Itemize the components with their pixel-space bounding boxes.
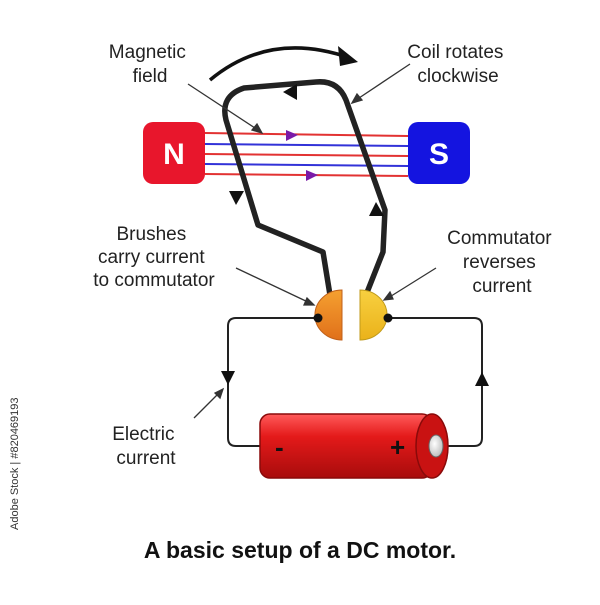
rotation-arrow — [208, 46, 351, 82]
circuit-wire — [221, 313, 489, 447]
north-pole: N — [143, 122, 205, 184]
current-arrowhead — [475, 372, 489, 386]
coil-arrowhead — [369, 202, 384, 216]
south-pole: S — [408, 122, 470, 184]
battery: - + — [259, 413, 449, 479]
field-arrowhead — [306, 170, 318, 181]
field-arrowhead — [286, 130, 298, 141]
stock-id: Adobe Stock | #820469193 — [9, 397, 21, 530]
coil-arrowhead — [229, 191, 244, 205]
brushes-label: Brushes carry current to commutator — [93, 224, 215, 291]
coil-arrowhead — [283, 84, 297, 100]
battery-terminal — [428, 434, 444, 458]
rotation-arrowhead — [338, 46, 358, 66]
field-line — [204, 143, 409, 147]
magnetic-field-label: Magnetic field — [109, 42, 191, 87]
leader-lines — [187, 63, 437, 419]
brush-right — [359, 289, 388, 341]
contact-point — [383, 313, 393, 323]
commutator-label: Commutator reverses current — [447, 228, 557, 297]
battery-negative-label: - — [275, 432, 284, 462]
coil-rotates-label: Coil rotates clockwise — [407, 42, 508, 87]
battery-positive-label: + — [390, 432, 405, 462]
current-arrowhead — [221, 371, 235, 385]
south-pole-label: S — [429, 138, 449, 171]
electric-current-label: Electric current — [112, 424, 180, 469]
contact-point — [313, 313, 323, 323]
field-line — [204, 163, 409, 167]
diagram-title: A basic setup of a DC motor. — [144, 537, 456, 563]
coil — [222, 79, 388, 297]
field-line — [204, 132, 409, 137]
north-pole-label: N — [163, 138, 185, 171]
